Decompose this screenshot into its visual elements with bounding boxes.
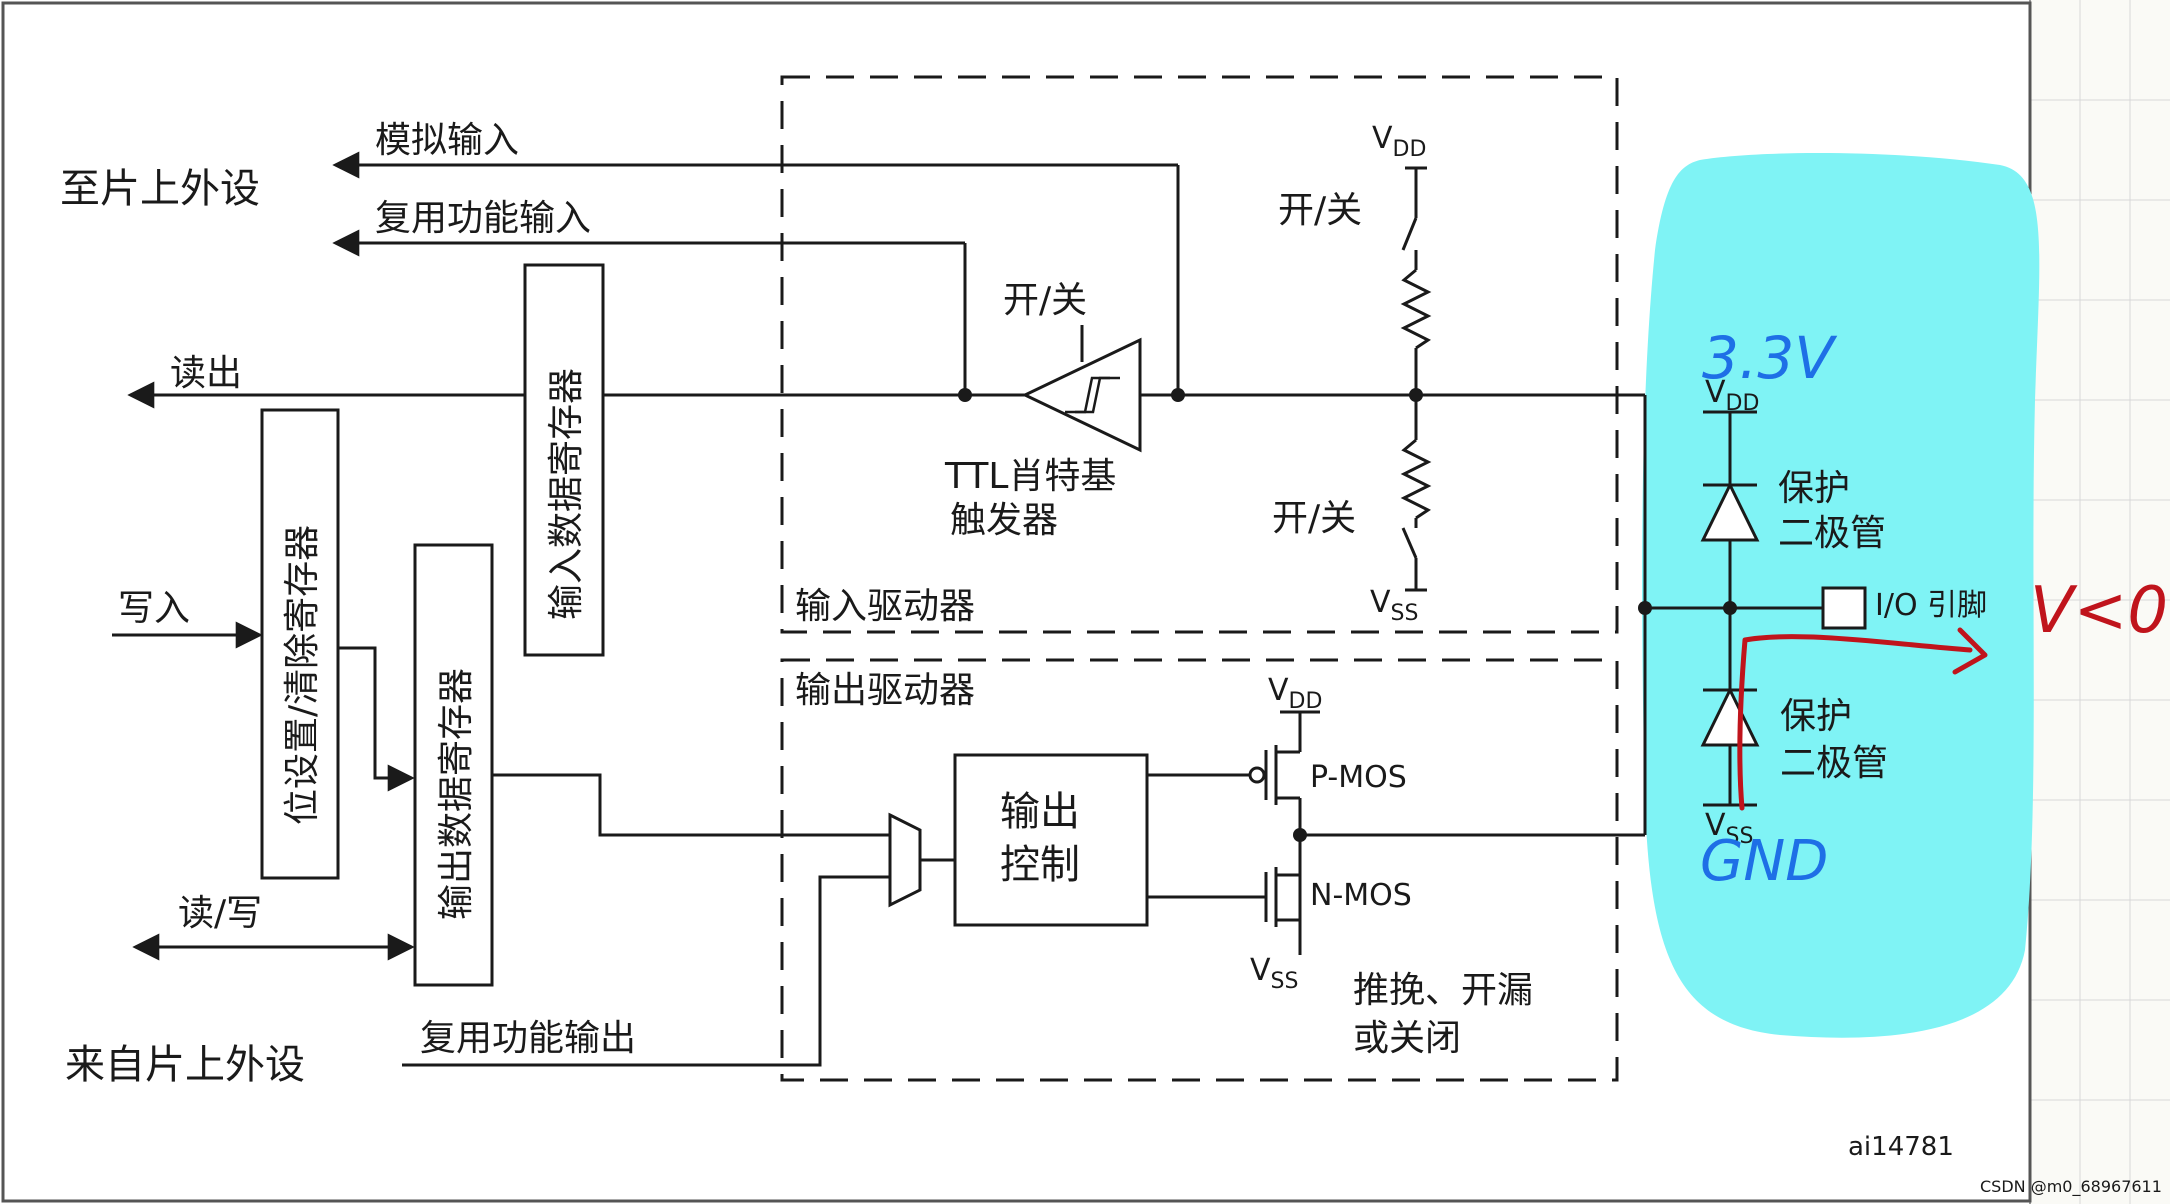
- input-driver-box: [780, 75, 1619, 634]
- negative-current-path: [1737, 627, 1988, 811]
- ttl-schmitt-label-2: 触发器: [950, 500, 1058, 541]
- output-control-block: [953, 753, 1149, 927]
- schmitt-trigger: [1021, 325, 1142, 453]
- analog-input-label: 模拟输入: [375, 120, 519, 161]
- to-onchip-periph-label: 至片上外设: [60, 166, 260, 212]
- io-pin-pad: [1821, 586, 1867, 630]
- input-data-register: [523, 263, 605, 657]
- output-control-label-2: 控制: [1000, 842, 1080, 888]
- vdd-pmos-label: VDD: [1268, 673, 1322, 714]
- pullup-switch-label: 开/关: [1278, 190, 1362, 231]
- write-in-label: 写入: [118, 588, 190, 629]
- drive-mode-label-1: 推挽、开漏: [1353, 970, 1533, 1011]
- pull-resistors: [1400, 166, 1432, 592]
- protect-diode-bot-label-2: 二极管: [1780, 743, 1888, 784]
- input-driver-label: 输入驱动器: [795, 586, 975, 627]
- bit-set-reset-register-label: 位设置/清除寄存器: [282, 525, 323, 825]
- annotation-gnd: GND: [1700, 829, 1828, 894]
- protection-network: [1643, 395, 1823, 835]
- figure-id: ai14781: [1848, 1132, 1954, 1162]
- read-out-label: 读出: [170, 353, 242, 394]
- output-data-register: [413, 543, 494, 987]
- from-onchip-periph-label: 来自片上外设: [65, 1042, 305, 1088]
- vdd-pullup-label: VDD: [1372, 121, 1426, 162]
- nmos-label: N-MOS: [1310, 878, 1412, 913]
- mosfet-pair: [1147, 710, 1645, 955]
- protect-diode-top-label-2: 二极管: [1778, 513, 1886, 554]
- pulldown-switch-label: 开/关: [1272, 498, 1356, 539]
- af-output-label: 复用功能输出: [420, 1018, 636, 1059]
- output-data-register-label: 输出数据寄存器: [436, 668, 477, 920]
- vss-nmos-label: VSS: [1250, 953, 1298, 994]
- annotation-v-lt-0: V<0: [2030, 574, 2168, 648]
- af-input-label: 复用功能输入: [375, 198, 591, 239]
- output-control-label-1: 输出: [1000, 789, 1080, 835]
- drive-mode-label-2: 或关闭: [1353, 1018, 1461, 1059]
- protect-diode-bot-label-1: 保护: [1780, 696, 1852, 737]
- vss-diode-label: VSS: [1705, 808, 1753, 849]
- trigger-switch-label: 开/关: [1003, 280, 1087, 321]
- pmos-label: P-MOS: [1310, 760, 1407, 795]
- ttl-schmitt-label-1: TTL肖特基: [944, 456, 1116, 497]
- protect-diode-top-label-1: 保护: [1778, 468, 1850, 509]
- grid-paper-background: [2029, 0, 2170, 1204]
- output-mux: [888, 812, 922, 908]
- watermark: CSDN @m0_68967611: [1980, 1177, 2162, 1197]
- bit-set-reset-register: [260, 408, 340, 880]
- input-data-register-label: 输入数据寄存器: [546, 368, 587, 620]
- output-driver-box: [780, 658, 1619, 1082]
- io-pin-label: I/O 引脚: [1875, 588, 1987, 623]
- output-driver-label: 输出驱动器: [795, 670, 975, 711]
- read-write-label: 读/写: [178, 893, 262, 934]
- annotation-3v3: 3.3V: [1702, 324, 1838, 392]
